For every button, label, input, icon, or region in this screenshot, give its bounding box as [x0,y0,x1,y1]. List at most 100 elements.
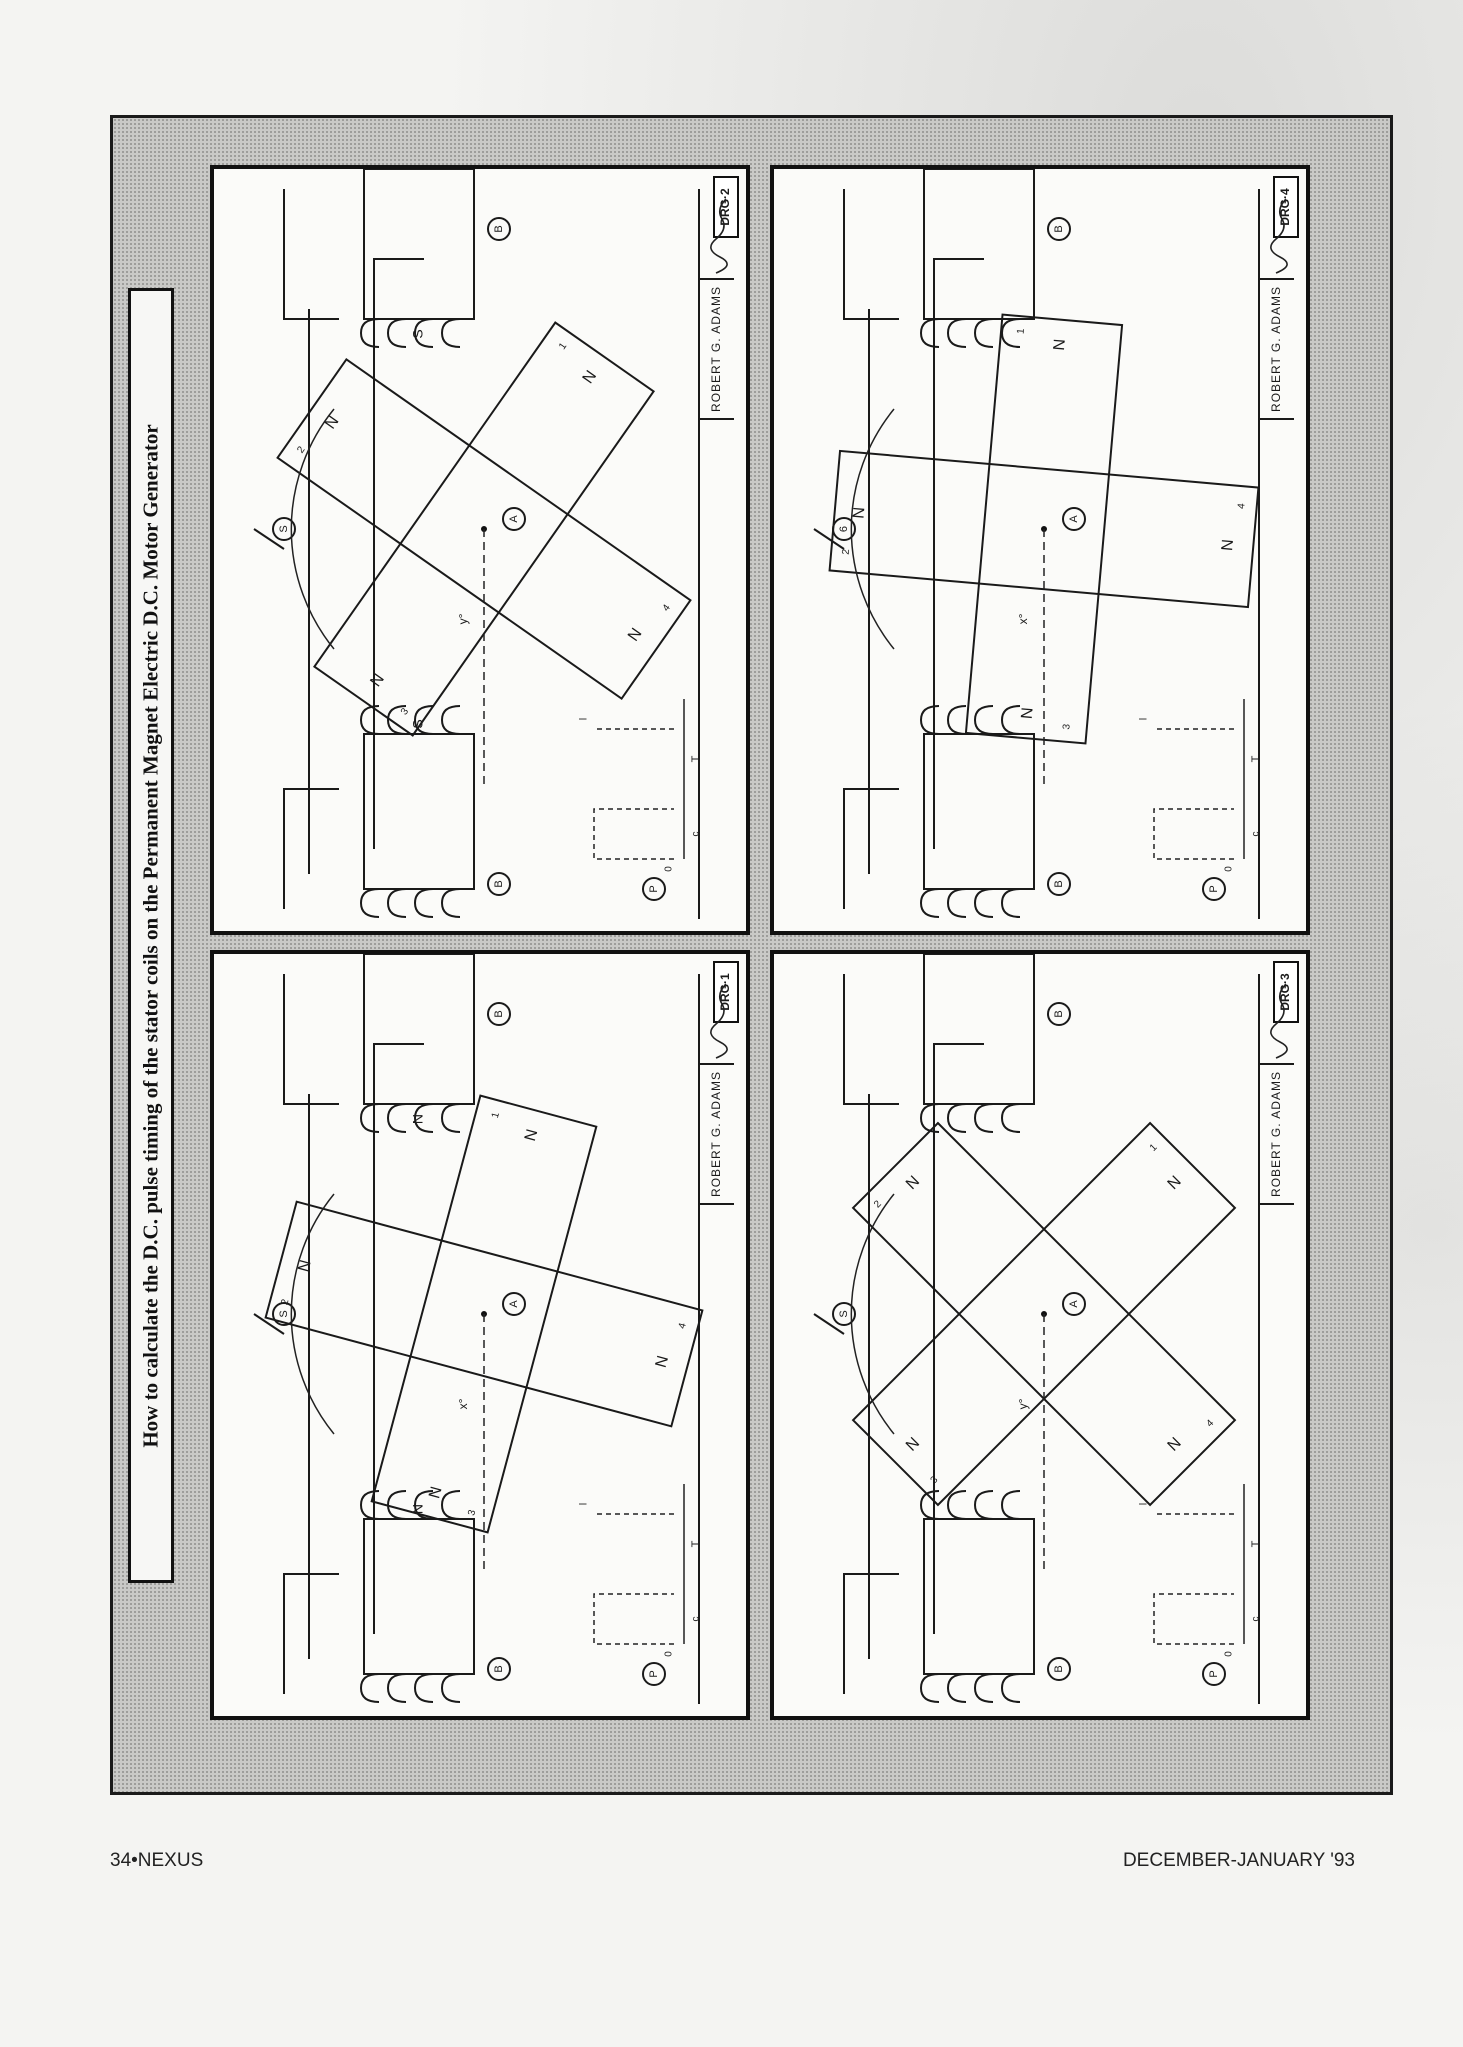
rotor-label-text: A [1068,1300,1080,1308]
stator-coil-upper [359,169,475,348]
pole-letter: N [580,368,601,387]
pole-letter: N [1165,1173,1185,1193]
pole-number: 4 [661,602,673,613]
timing-c: c [1251,832,1262,837]
pole-number: 3 [466,1508,478,1517]
timing-t: T [690,755,702,762]
stator-coil-upper [919,954,1035,1133]
coil-label-text: B [1053,880,1065,887]
author-name: ROBERT G. ADAMS [709,286,723,412]
figure-title-strip: How to calculate the D.C. pulse timing o… [128,288,174,1583]
coil-label-upper: B [487,1002,511,1026]
timing-l: l [1139,1503,1150,1505]
coil-label-lower: B [1047,872,1071,896]
timing-zero: 0 [1224,1651,1235,1657]
timing-l: l [1139,718,1150,720]
stator-face-upper: S [410,329,426,338]
pole-number: 4 [1236,502,1247,509]
rotation-arrow [290,408,335,650]
stator-face-lower: S [410,719,426,728]
rotor-label-text: A [1068,515,1080,523]
rotor-arm-vertical [964,313,1124,745]
timing-t: T [690,1540,702,1547]
pole-number: 1 [1016,328,1027,335]
pole-letter: N [522,1127,541,1143]
rotor-arm-vertical [851,1121,1237,1507]
angle-symbol: x° [1016,613,1030,624]
coil-label-upper: B [1047,1002,1071,1026]
rotor-arm-vertical [313,321,655,737]
timing-c: c [691,832,702,837]
pulse-label-text: P [1208,885,1220,892]
pole-letter: N [322,413,343,432]
coil-label-text: B [493,225,505,232]
pulse-label-text: P [648,1670,660,1677]
pole-number: 3 [1061,723,1072,730]
coil-label-text: B [1053,1010,1065,1017]
rotor-label: A [481,507,526,532]
pole-letter: N [850,506,868,519]
stator-coil-lower [919,1490,1035,1703]
pole-letter: N [653,1354,672,1370]
rotor-arm-horizontal [851,1121,1237,1507]
rotor-label-text: A [508,515,520,523]
stator-coil-upper [919,169,1035,348]
figure-title: How to calculate the D.C. pulse timing o… [138,423,163,1448]
angle-symbol: y° [456,613,470,624]
coil-label-text: B [493,880,505,887]
circuit-wiring [283,974,424,1694]
pole-number: 1 [490,1111,502,1120]
rotor-label-text: A [508,1300,520,1308]
switch-label: 6 [838,526,850,532]
coil-label-upper: B [487,217,511,241]
pulse-label-text: P [1208,1670,1220,1677]
timing-zero: 0 [664,1651,675,1657]
stator-face-upper: N [410,1114,426,1124]
coil-label-lower: B [487,1657,511,1681]
pole-letter: N [295,1258,314,1274]
rotor-label: A [1041,507,1086,532]
pole-number: 4 [1204,1418,1216,1430]
pole-number: 2 [841,548,852,555]
pole-letter: N [903,1435,923,1455]
drawing-label: DRG·1 [713,961,739,1023]
pole-letter: N [903,1173,923,1193]
timing-t: T [1250,1540,1262,1547]
pole-number: 2 [279,1298,291,1307]
drawing-number: DRG·3 [1278,973,1292,1011]
pole-letter: N [426,1485,445,1501]
timing-l: l [579,718,590,720]
signature [710,198,728,274]
stator-coil-lower [359,1490,475,1703]
circuit-wiring [283,189,424,909]
drawing-number: DRG·2 [718,188,732,226]
switch: S [253,517,296,550]
drawing-label: DRG·3 [1273,961,1299,1023]
stator-face-lower: N [410,1504,426,1514]
switch: S [253,1302,296,1335]
timing-zero: 0 [1224,866,1235,872]
title-block: ROBERT G. ADAMS [698,189,734,919]
coil-label-text: B [1053,1665,1065,1672]
rotor-arm-vertical [370,1094,598,1534]
coil-label-lower: B [487,872,511,896]
coil-label-text: B [493,1010,505,1017]
pole-letter: N [1051,338,1069,351]
pole-letter: N [367,671,388,690]
rotation-arrow [850,1193,895,1435]
angle-symbol: y° [1016,1398,1030,1409]
angle-symbol: x° [456,1398,470,1409]
page-number: 34•NEXUS [110,1850,204,1871]
rotor-arm-horizontal [276,358,692,700]
timing-c: c [1251,1617,1262,1622]
rotor-arm-horizontal [828,449,1260,609]
